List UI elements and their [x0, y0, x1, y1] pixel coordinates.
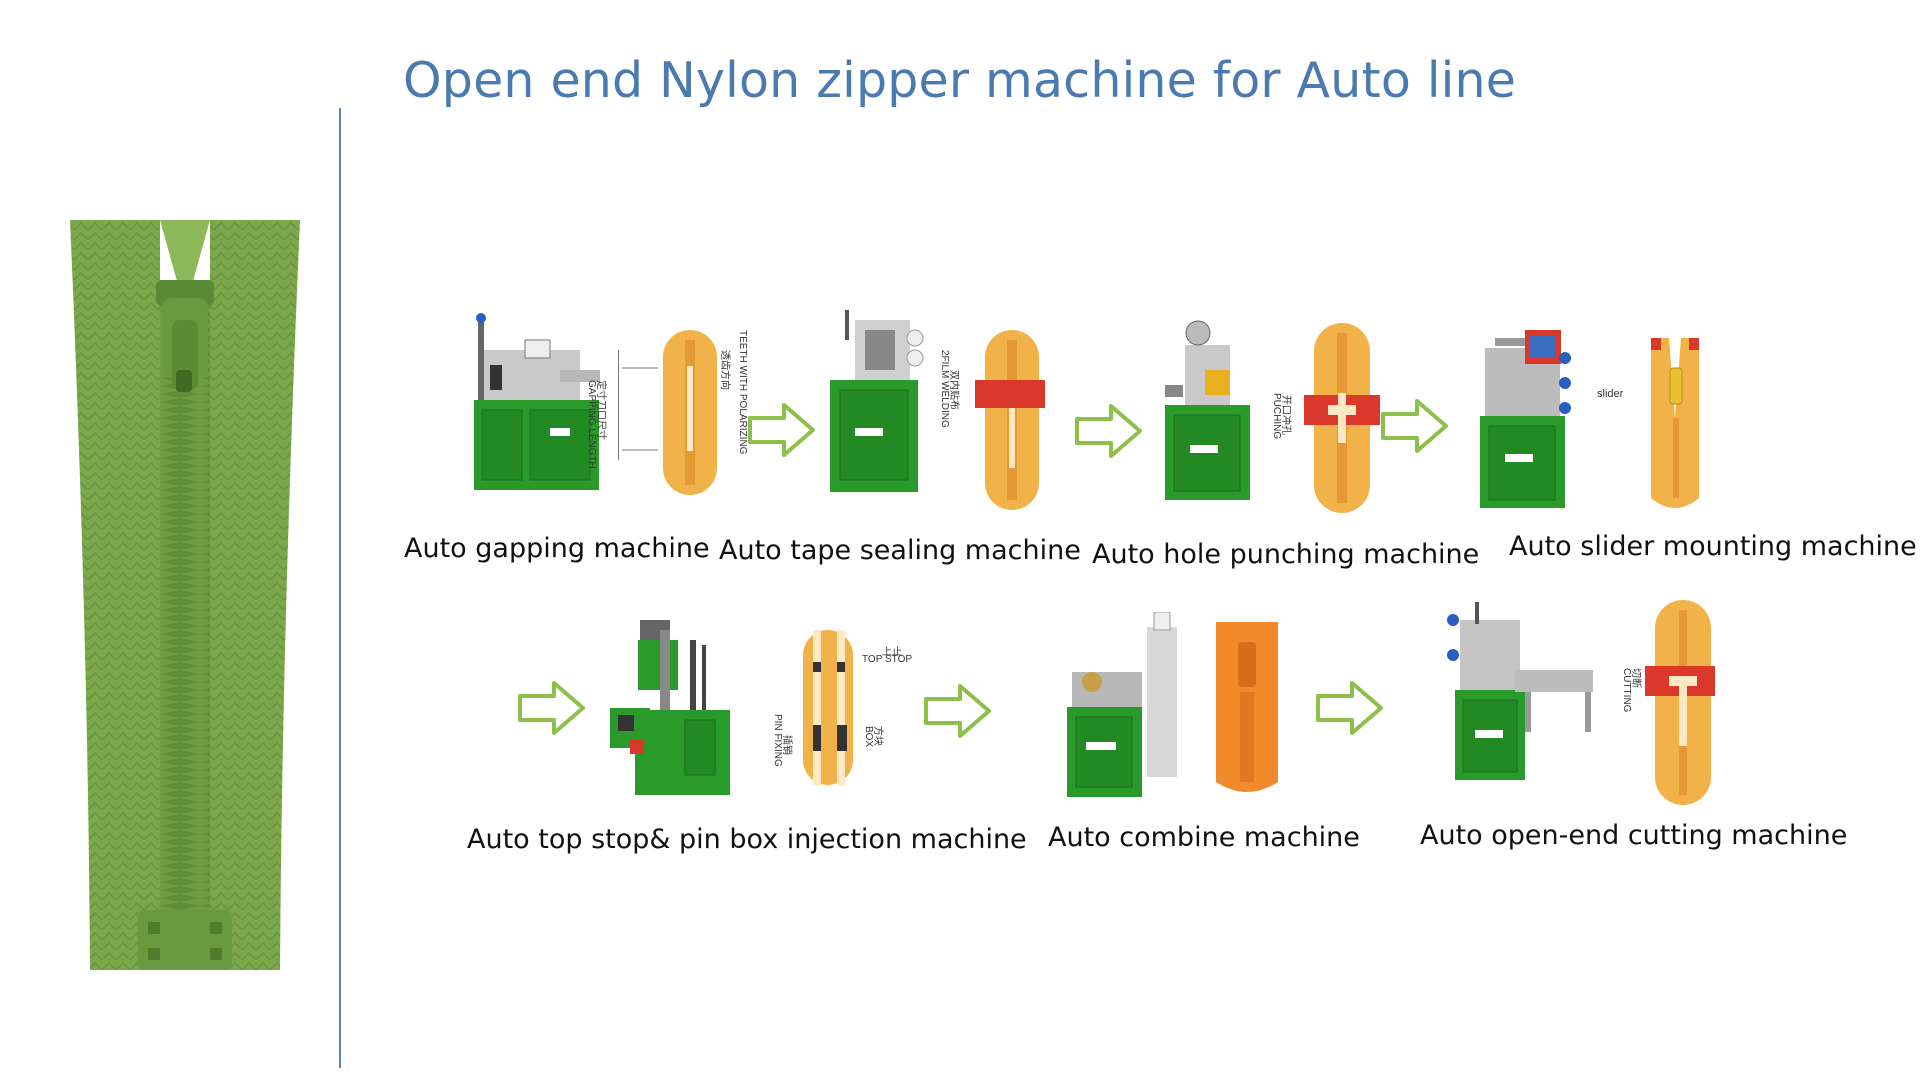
injection-tape-image [803, 630, 853, 785]
arrow-right-icon [1381, 399, 1448, 453]
tape-sealing-machine-image [830, 310, 924, 492]
cutting-tape-image [1645, 600, 1715, 805]
tape-sealing-tape-image [975, 330, 1045, 510]
arrow-right-icon [748, 403, 815, 457]
caption-tape-sealing: Auto tape sealing machine [719, 535, 1081, 566]
caption-slider-mounting: Auto slider mounting machine [1509, 531, 1917, 562]
page-title: Open end Nylon zipper machine for Auto l… [403, 52, 1517, 109]
step-tape-sealing: 2FILM WELDING 双内贴布 [825, 310, 1055, 510]
arrow-right-icon [1316, 681, 1383, 735]
gapping-annot-length-cn: 定寸刀口尺寸 [595, 380, 606, 440]
tape-sealing-annot-cn: 双内贴布 [948, 370, 959, 410]
injection-annot-topstop-cn: 上止 [882, 647, 902, 658]
step-gapping: GAPPING LENGTH 定寸刀口尺寸 TEETH WITH POLARIZ… [470, 310, 750, 500]
step-slider-mounting: slider [1475, 328, 1715, 513]
slider-mounting-machine-image [1480, 330, 1571, 508]
nylon-zipper-image [70, 220, 300, 970]
injection-annot-topstop: TOP STOP [862, 654, 913, 665]
divider-line [339, 108, 341, 1068]
gapping-tape-image [618, 330, 717, 495]
step-combine [1062, 612, 1332, 802]
slider-annot: slider [1597, 388, 1624, 400]
cutting-machine-image [1447, 602, 1593, 780]
gapping-annot-teeth-cn: 透齿方向 [719, 350, 730, 390]
caption-hole-punching: Auto hole punching machine [1092, 539, 1480, 570]
caption-gapping: Auto gapping machine [404, 533, 710, 564]
slider-mounting-tape-image [1651, 338, 1699, 508]
injection-annot-box-cn: 方块 [872, 726, 883, 746]
hole-punching-tape-image [1304, 323, 1380, 513]
gapping-annot-teeth: TEETH WITH POLARIZING [737, 330, 748, 455]
hole-punching-machine-image [1165, 320, 1250, 500]
step-cutting: CUTTING 切断 [1445, 600, 1715, 805]
arrow-right-icon [924, 684, 991, 738]
caption-combine: Auto combine machine [1048, 822, 1360, 853]
injection-machine-image [610, 620, 730, 795]
cutting-annot-cn: 切断 [1630, 668, 1641, 688]
arrow-right-icon [1075, 404, 1142, 458]
combine-zipper-image [1216, 622, 1278, 792]
combine-machine-image [1067, 612, 1177, 797]
step-injection: 上止 TOP STOP PIN FIXING 插销 BOX 方块 [600, 620, 920, 800]
hole-punching-annot-cn: 开口冲孔 [1280, 395, 1291, 435]
injection-annot-pinfix-cn: 插销 [781, 735, 792, 755]
caption-injection: Auto top stop& pin box injection machine [467, 824, 1027, 855]
gapping-machine-image [474, 313, 600, 490]
step-hole-punching: PUCHING 开口冲孔 [1160, 315, 1380, 515]
arrow-right-icon [518, 681, 585, 735]
caption-cutting: Auto open-end cutting machine [1420, 820, 1848, 851]
